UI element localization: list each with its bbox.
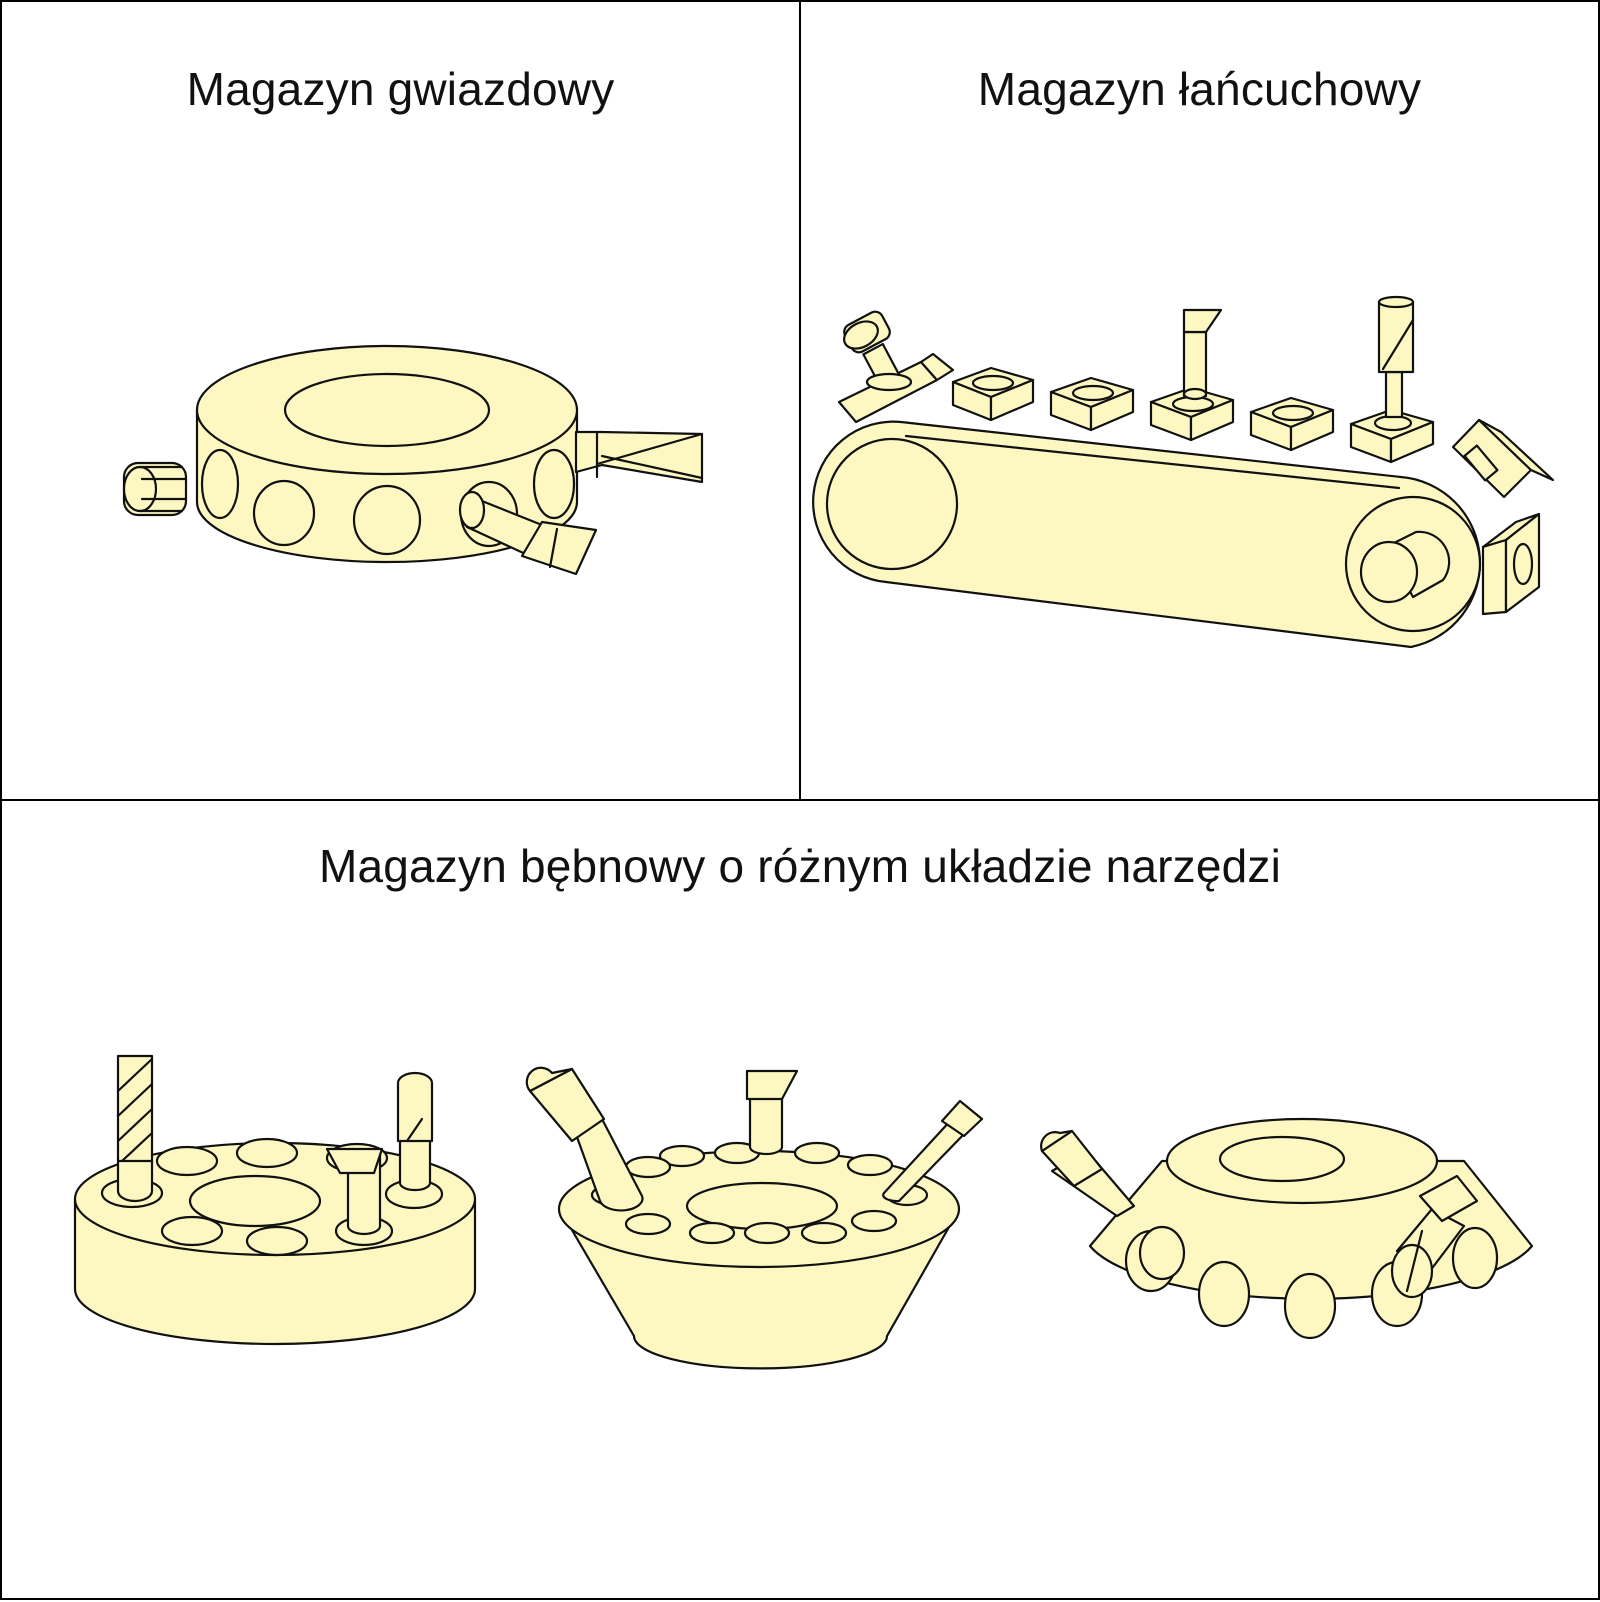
drum-magazine-vertical-tools xyxy=(73,1054,477,1346)
drum-magazine-illustrations xyxy=(73,1054,1534,1370)
star-magazine-illustration xyxy=(122,344,704,576)
panel-chain-magazine: Magazyn łańcuchowy xyxy=(799,0,1600,801)
panel-drum-magazine: Magazyn bębnowy o różnym układzie narzęd… xyxy=(0,799,1600,1600)
panel-title-star: Magazyn gwiazdowy xyxy=(186,63,615,115)
panel-title-drum: Magazyn bębnowy o różnym układzie narzęd… xyxy=(318,840,1282,892)
panel-title-chain: Magazyn łańcuchowy xyxy=(977,63,1422,115)
panel-star-magazine: Magazyn gwiazdowy xyxy=(0,0,801,801)
drum-magazine-radial-tools xyxy=(1040,1117,1534,1340)
drum-magazine-angled-tools xyxy=(525,1066,984,1370)
chain-magazine-illustration xyxy=(812,295,1555,649)
